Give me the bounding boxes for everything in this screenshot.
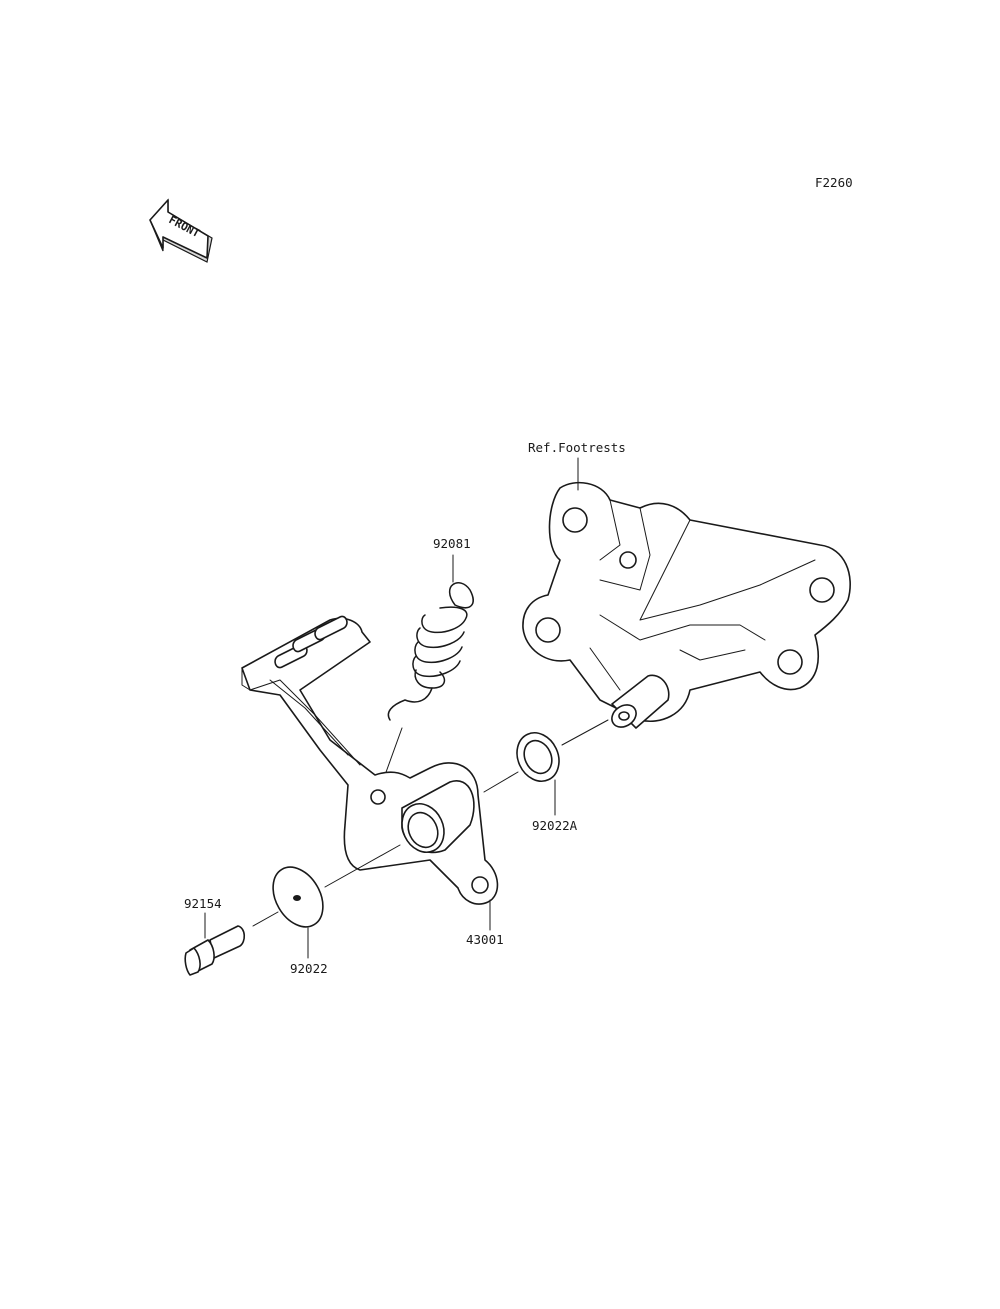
return-spring (387, 582, 474, 721)
flange-bolt (184, 925, 246, 976)
washer-92022 (272, 866, 324, 928)
washer-a-number: 92022A (532, 818, 578, 833)
pedal-number: 43001 (466, 932, 504, 947)
bolt-number: 92154 (184, 896, 222, 911)
diagram-code: F2260 (815, 175, 853, 190)
front-arrow-icon: FRONT (149, 198, 213, 263)
washer-92022a (516, 732, 560, 782)
brake-pedal (241, 615, 499, 905)
footrest-bracket (522, 481, 851, 729)
washer-number: 92022 (290, 961, 328, 976)
spring-number: 92081 (433, 536, 471, 551)
ref-footrests-label: Ref.Footrests (528, 440, 626, 455)
